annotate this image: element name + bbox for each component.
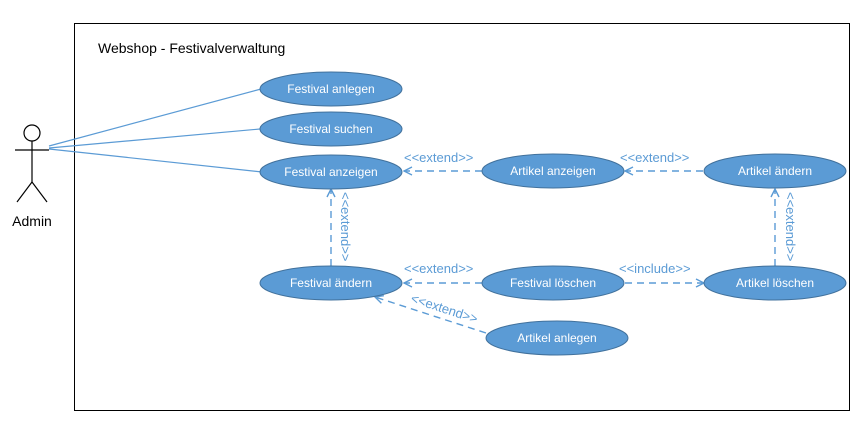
use-case-artikel-anzeigen xyxy=(481,153,625,189)
association-festival-suchen xyxy=(48,128,261,149)
use-case-festival-anlegen xyxy=(259,71,403,107)
use-case-festival-loeschen xyxy=(481,265,625,301)
use-case-label-festival-anlegen: Festival anlegen xyxy=(287,82,374,96)
use-case-festival-suchen xyxy=(259,111,403,147)
actor-admin xyxy=(15,124,49,203)
association-festival-anlegen xyxy=(48,88,262,147)
use-case-label-artikel-anzeigen: Artikel anzeigen xyxy=(510,164,595,178)
use-case-artikel-aendern xyxy=(703,153,847,189)
use-case-label-artikel-loeschen: Artikel löschen xyxy=(736,276,814,290)
extend-line-artikel-anlegen-to-festival-aendern xyxy=(375,297,487,334)
use-case-label-festival-aendern: Festival ändern xyxy=(290,276,372,290)
use-case-label-festival-suchen: Festival suchen xyxy=(289,122,372,136)
include-label-1: <<include>> xyxy=(619,261,691,276)
extend-label-3: <<extend>> xyxy=(338,192,353,261)
extend-label-4: <<extend>> xyxy=(404,261,473,276)
use-case-label-festival-anzeigen: Festival anzeigen xyxy=(284,165,377,179)
use-case-festival-anzeigen xyxy=(259,154,403,190)
use-case-label-artikel-anlegen: Artikel anlegen xyxy=(517,331,596,345)
association-festival-anzeigen xyxy=(48,148,263,173)
system-boundary xyxy=(74,23,850,411)
use-case-festival-aendern xyxy=(259,265,403,301)
extend-label-6: <<extend>> xyxy=(409,291,480,327)
use-case-label-festival-loeschen: Festival löschen xyxy=(510,276,596,290)
extend-label-5: <<extend>> xyxy=(783,192,798,261)
actor-right-leg xyxy=(31,181,48,203)
system-title: Webshop - Festivalverwaltung xyxy=(98,40,285,56)
extend-label-2: <<extend>> xyxy=(620,150,689,165)
use-case-artikel-loeschen xyxy=(703,265,847,301)
extend-label-1: <<extend>> xyxy=(404,150,473,165)
actor-head xyxy=(23,124,41,142)
use-case-artikel-anlegen xyxy=(485,320,629,356)
use-case-label-artikel-aendern: Artikel ändern xyxy=(738,164,812,178)
actor-left-leg xyxy=(16,181,33,203)
actor-name: Admin xyxy=(12,213,52,229)
